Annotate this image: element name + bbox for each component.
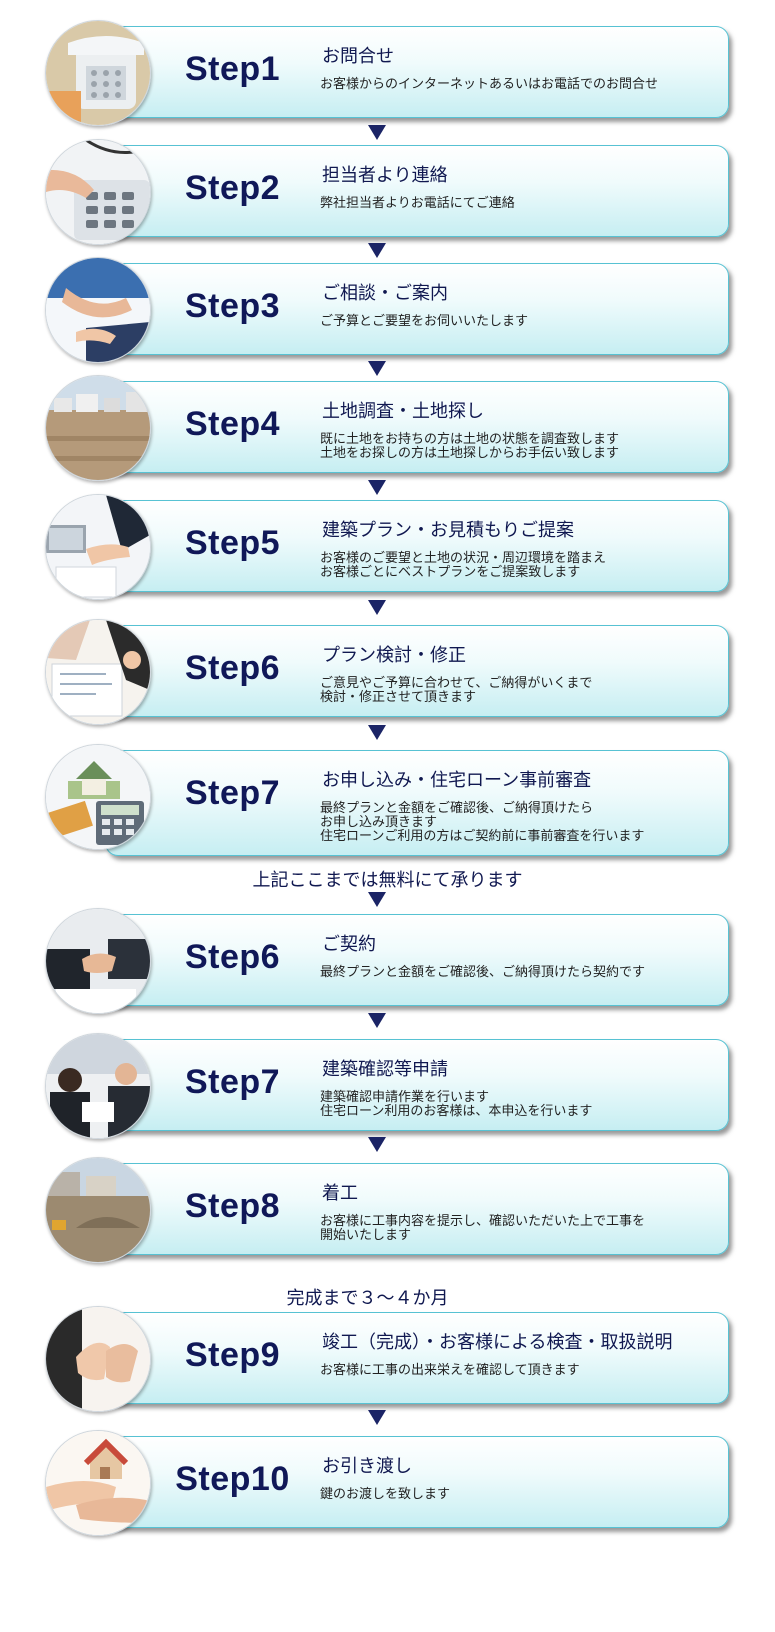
step-label: Step8 (184, 1187, 281, 1225)
step-description: お客様に工事の出来栄えを確認して頂きます (320, 1363, 580, 1378)
arrow-down-icon (368, 1410, 386, 1425)
step-label: Step5 (184, 524, 281, 562)
vacant-land-photo-icon (45, 375, 151, 481)
step-item-10: Step8 着工 お客様に工事内容を提示し、確認いただいた上で工事を 開始いたし… (0, 1157, 775, 1263)
step-card (105, 145, 729, 237)
arrow-down-icon (368, 1013, 386, 1028)
house-in-hands-photo-icon (45, 1430, 151, 1536)
meeting-photo-icon (45, 1033, 151, 1139)
step-label: Step7 (184, 1063, 281, 1101)
step-description: お客様に工事内容を提示し、確認いただいた上で工事を 開始いたします (320, 1214, 646, 1243)
step-label: Step7 (184, 774, 281, 812)
arrow-down-icon (368, 243, 386, 258)
step-description: 最終プランと金額をご確認後、ご納得頂けたら契約です (320, 965, 646, 980)
step-item-2: Step2 担当者より連絡 弊社担当者よりお電話にてご連絡 (0, 139, 775, 245)
step-card (105, 1312, 729, 1404)
step-title: お申し込み・住宅ローン事前審査 (322, 770, 592, 791)
proposal-photo-icon (45, 494, 151, 600)
step-label: Step4 (184, 405, 281, 443)
step-item-7: Step7 お申し込み・住宅ローン事前審査 最終プランと金額をご確認後、ご納得頂… (0, 744, 775, 856)
step-title: 着工 (322, 1183, 358, 1204)
free-consultation-note: 上記ここまでは無料にて承ります (252, 870, 523, 891)
step-title: 竣工（完成）・お客様による検査・取扱説明 (322, 1332, 673, 1353)
step-label: Step1 (184, 50, 281, 88)
handshake-photo-icon (45, 908, 151, 1014)
step-card (105, 1436, 729, 1528)
consultation-photo-icon (45, 257, 151, 363)
step-description: 最終プランと金額をご確認後、ご納得頂けたら お申し込み頂きます 住宅ローンご利用… (320, 801, 645, 844)
step-description: 既に土地をお持ちの方は土地の状態を調査致します 土地をお探しの方は土地探しからお… (320, 432, 620, 461)
phone-keypad-photo-icon (45, 139, 151, 245)
step-label: Step2 (184, 169, 281, 207)
step-title: 建築確認等申請 (322, 1059, 448, 1080)
step-title: お引き渡し (322, 1456, 412, 1477)
step-label: Step6 (184, 938, 281, 976)
step-card (105, 750, 729, 856)
step-label: Step3 (184, 287, 281, 325)
step-item-4: Step4 土地調査・土地探し 既に土地をお持ちの方は土地の状態を調査致します … (0, 375, 775, 481)
step-label: Step10 (175, 1460, 290, 1498)
step-title: 建築プラン・お見積もりご提案 (322, 520, 574, 541)
plan-review-photo-icon (45, 619, 151, 725)
arrow-down-icon (368, 1137, 386, 1152)
construction-site-photo-icon (45, 1157, 151, 1263)
step-description: 建築確認申請作業を行います 住宅ローン利用のお客様は、本申込を行います (320, 1090, 593, 1119)
step-title: プラン検討・修正 (322, 645, 466, 666)
step-card (105, 381, 729, 473)
step-description: 鍵のお渡しを致します (320, 1487, 451, 1502)
step-description: お客様からのインターネットあるいはお電話でのお問合せ (320, 77, 659, 92)
step-label: Step6 (184, 649, 281, 687)
arrow-down-icon (368, 361, 386, 376)
arrow-down-icon (368, 725, 386, 740)
arrow-down-icon (368, 480, 386, 495)
telephone-photo-icon (45, 20, 151, 126)
step-description: ご予算とご要望をお伺いいたします (320, 314, 529, 329)
step-description: お客様のご要望と土地の状況・周辺環境を踏まえ お客様ごとにベストプランをご提案致… (320, 551, 607, 580)
step-card (105, 914, 729, 1006)
step-item-9: Step7 建築確認等申請 建築確認申請作業を行います 住宅ローン利用のお客様は… (0, 1033, 775, 1139)
step-title: お問合せ (322, 46, 394, 67)
step-description: ご意見やご予算に合わせて、ご納得がいくまで 検討・修正させて頂きます (320, 676, 593, 705)
step-label: Step9 (184, 1336, 281, 1374)
step-description: 弊社担当者よりお電話にてご連絡 (320, 196, 515, 211)
step-item-5: Step5 建築プラン・お見積もりご提案 お客様のご要望と土地の状況・周辺環境を… (0, 494, 775, 600)
step-title: 土地調査・土地探し (322, 401, 484, 422)
step-card (105, 500, 729, 592)
step-item-3: Step3 ご相談・ご案内 ご予算とご要望をお伺いいたします (0, 257, 775, 363)
step-card (105, 1163, 729, 1255)
completion-time-note: 完成まで３～４か月 (286, 1288, 449, 1309)
step-card (105, 625, 729, 717)
arrow-down-icon (368, 125, 386, 140)
step-item-1: Step1 お問合せ お客様からのインターネットあるいはお電話でのお問合せ (0, 20, 775, 126)
house-money-photo-icon (45, 744, 151, 850)
step-item-11: Step9 竣工（完成）・お客様による検査・取扱説明 お客様に工事の出来栄えを確… (0, 1306, 775, 1412)
step-card (105, 1039, 729, 1131)
step-card (105, 26, 729, 118)
step-card (105, 263, 729, 355)
arrow-down-icon (368, 600, 386, 615)
step-title: ご契約 (322, 934, 376, 955)
arrow-down-icon (368, 892, 386, 907)
step-title: ご相談・ご案内 (322, 283, 448, 304)
step-item-12: Step10 お引き渡し 鍵のお渡しを致します (0, 1430, 775, 1536)
step-item-8: Step6 ご契約 最終プランと金額をご確認後、ご納得頂けたら契約です (0, 908, 775, 1014)
step-title: 担当者より連絡 (322, 165, 448, 186)
clapping-photo-icon (45, 1306, 151, 1412)
step-item-6: Step6 プラン検討・修正 ご意見やご予算に合わせて、ご納得がいくまで 検討・… (0, 619, 775, 725)
